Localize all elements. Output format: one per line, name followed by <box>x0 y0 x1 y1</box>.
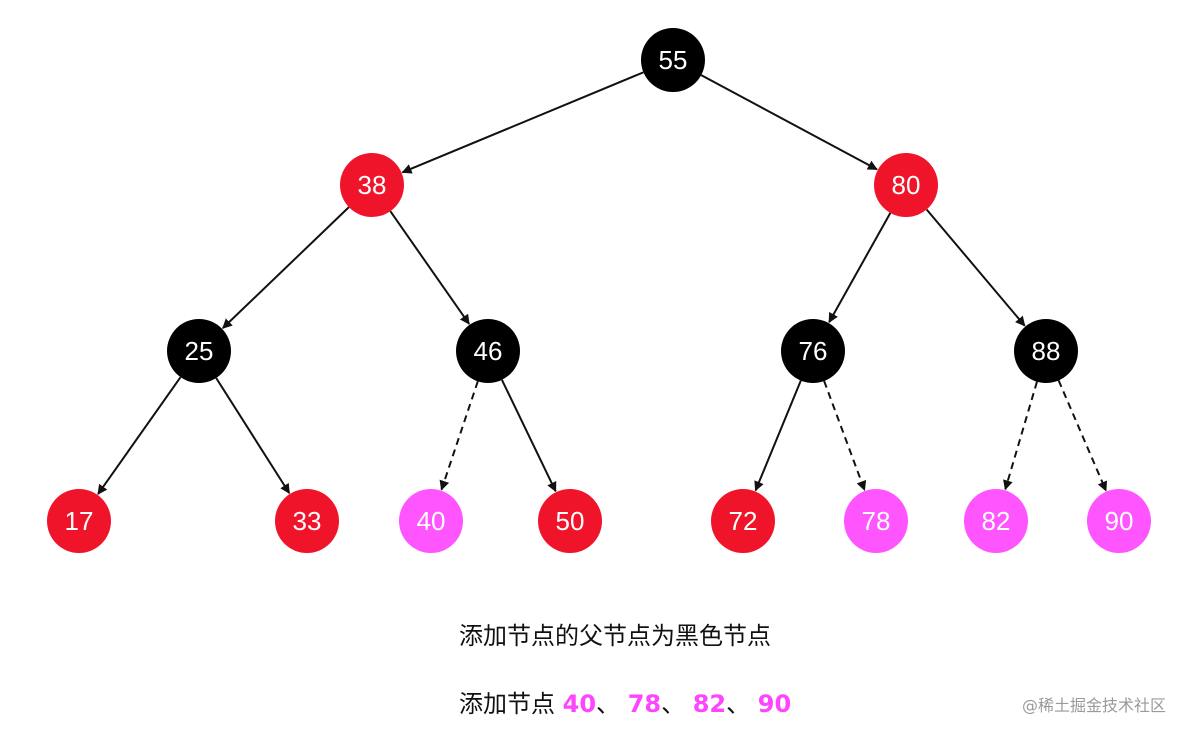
node-label-72: 72 <box>729 506 758 536</box>
node-label-55: 55 <box>659 45 688 75</box>
watermark: @稀土掘金技术社区 <box>1022 696 1167 715</box>
edge-38-to-25 <box>222 206 350 329</box>
node-circle-80 <box>874 153 938 217</box>
node-17: 17 <box>47 489 111 553</box>
node-circle-50 <box>538 489 602 553</box>
edge-76-to-78 <box>823 380 867 491</box>
node-label-38: 38 <box>358 170 387 200</box>
node-90: 90 <box>1087 489 1151 553</box>
node-label-78: 78 <box>862 506 891 536</box>
node-80: 80 <box>874 153 938 217</box>
node-circle-78 <box>844 489 908 553</box>
node-circle-46 <box>456 319 520 383</box>
node-25: 25 <box>167 319 231 383</box>
edge-76-to-72 <box>754 380 802 492</box>
edge-46-to-40 <box>439 381 479 491</box>
node-label-90: 90 <box>1105 506 1134 536</box>
node-label-82: 82 <box>982 506 1011 536</box>
edge-80-to-76 <box>828 212 892 324</box>
node-circle-38 <box>340 153 404 217</box>
edge-55-to-80 <box>700 74 878 171</box>
node-circle-40 <box>399 489 463 553</box>
node-40: 40 <box>399 489 463 553</box>
edge-88-to-90 <box>1057 380 1108 492</box>
node-78: 78 <box>844 489 908 553</box>
node-55: 55 <box>641 28 705 92</box>
edge-80-to-88 <box>925 208 1026 327</box>
edge-55-to-38 <box>401 71 644 174</box>
node-circle-72 <box>711 489 775 553</box>
node-label-88: 88 <box>1032 336 1061 366</box>
edge-25-to-33 <box>215 377 291 494</box>
node-50: 50 <box>538 489 602 553</box>
node-circle-90 <box>1087 489 1151 553</box>
node-label-17: 17 <box>65 506 94 536</box>
caption-line-2-prefix: 添加节点 <box>459 690 563 718</box>
node-circle-88 <box>1014 319 1078 383</box>
node-label-46: 46 <box>474 336 503 366</box>
caption-line-2: 添加节点 40、 78、 82、 90 <box>459 684 791 719</box>
node-label-40: 40 <box>417 506 446 536</box>
separator-3: 、 <box>726 690 751 718</box>
highlight-value-78: 78 <box>627 690 662 718</box>
edge-88-to-82 <box>1003 381 1038 491</box>
node-circle-55 <box>641 28 705 92</box>
highlight-value-82: 82 <box>692 690 727 718</box>
node-38: 38 <box>340 153 404 217</box>
node-label-50: 50 <box>556 506 585 536</box>
node-72: 72 <box>711 489 775 553</box>
edges-layer <box>97 71 1108 495</box>
edge-25-to-17 <box>97 376 182 495</box>
node-82: 82 <box>964 489 1028 553</box>
node-label-80: 80 <box>892 170 921 200</box>
node-46: 46 <box>456 319 520 383</box>
node-circle-17 <box>47 489 111 553</box>
highlight-value-90: 90 <box>757 690 792 718</box>
node-76: 76 <box>781 319 845 383</box>
node-label-33: 33 <box>293 506 322 536</box>
node-circle-25 <box>167 319 231 383</box>
node-circle-76 <box>781 319 845 383</box>
node-circle-82 <box>964 489 1028 553</box>
caption-line-1: 添加节点的父节点为黑色节点 <box>459 622 771 650</box>
node-label-76: 76 <box>799 336 828 366</box>
edge-46-to-50 <box>501 379 557 493</box>
nodes-layer: 55 38 80 25 46 76 88 17 33 40 50 72 78 82 90 <box>47 28 1151 553</box>
highlight-value-40: 40 <box>562 690 597 718</box>
node-88: 88 <box>1014 319 1078 383</box>
node-33: 33 <box>275 489 339 553</box>
separator-1: 、 <box>596 690 621 718</box>
edge-38-to-46 <box>389 210 470 325</box>
node-label-25: 25 <box>185 336 214 366</box>
separator-2: 、 <box>661 690 686 718</box>
node-circle-33 <box>275 489 339 553</box>
